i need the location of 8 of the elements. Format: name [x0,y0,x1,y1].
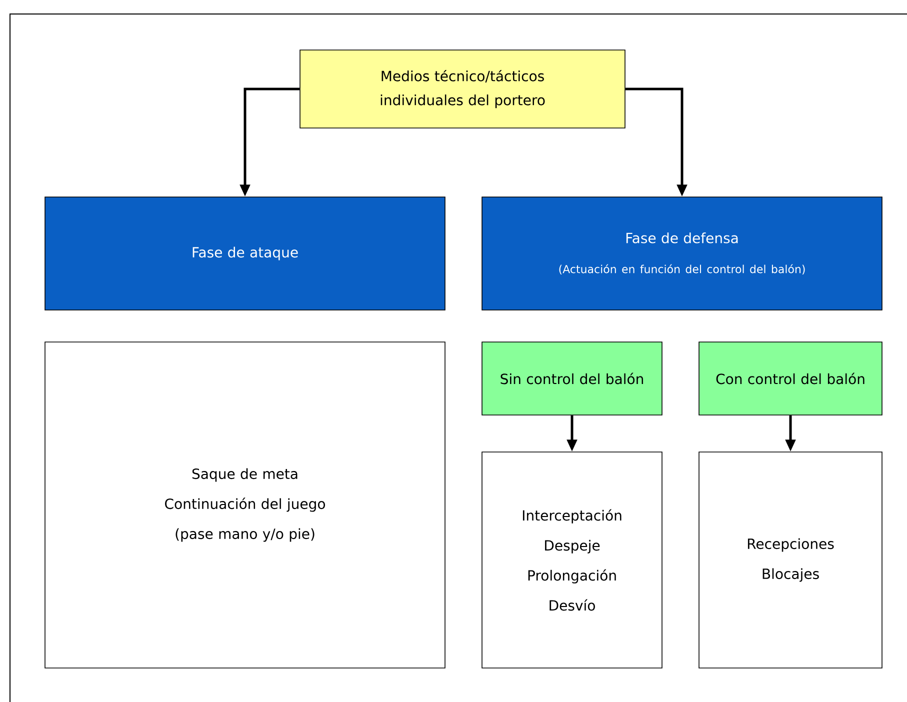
phase-box: Fase de defensa (Actuación en función del control del balón) [482,196,882,310]
content-box: Saque de meta Continuación del juego (pase mano y/o pie) [44,342,446,668]
content-box: Recepciones Blocajes [698,452,882,668]
content-box: Interceptación Despeje Prolongación Desvío [482,452,662,668]
phase-box: Fase de ataque [44,196,446,310]
category-box: Con control del balón [698,342,882,416]
category-box: Sin control del balón [482,342,662,416]
title-box: Medios técnico/tácticos individuales del portero [300,50,626,128]
